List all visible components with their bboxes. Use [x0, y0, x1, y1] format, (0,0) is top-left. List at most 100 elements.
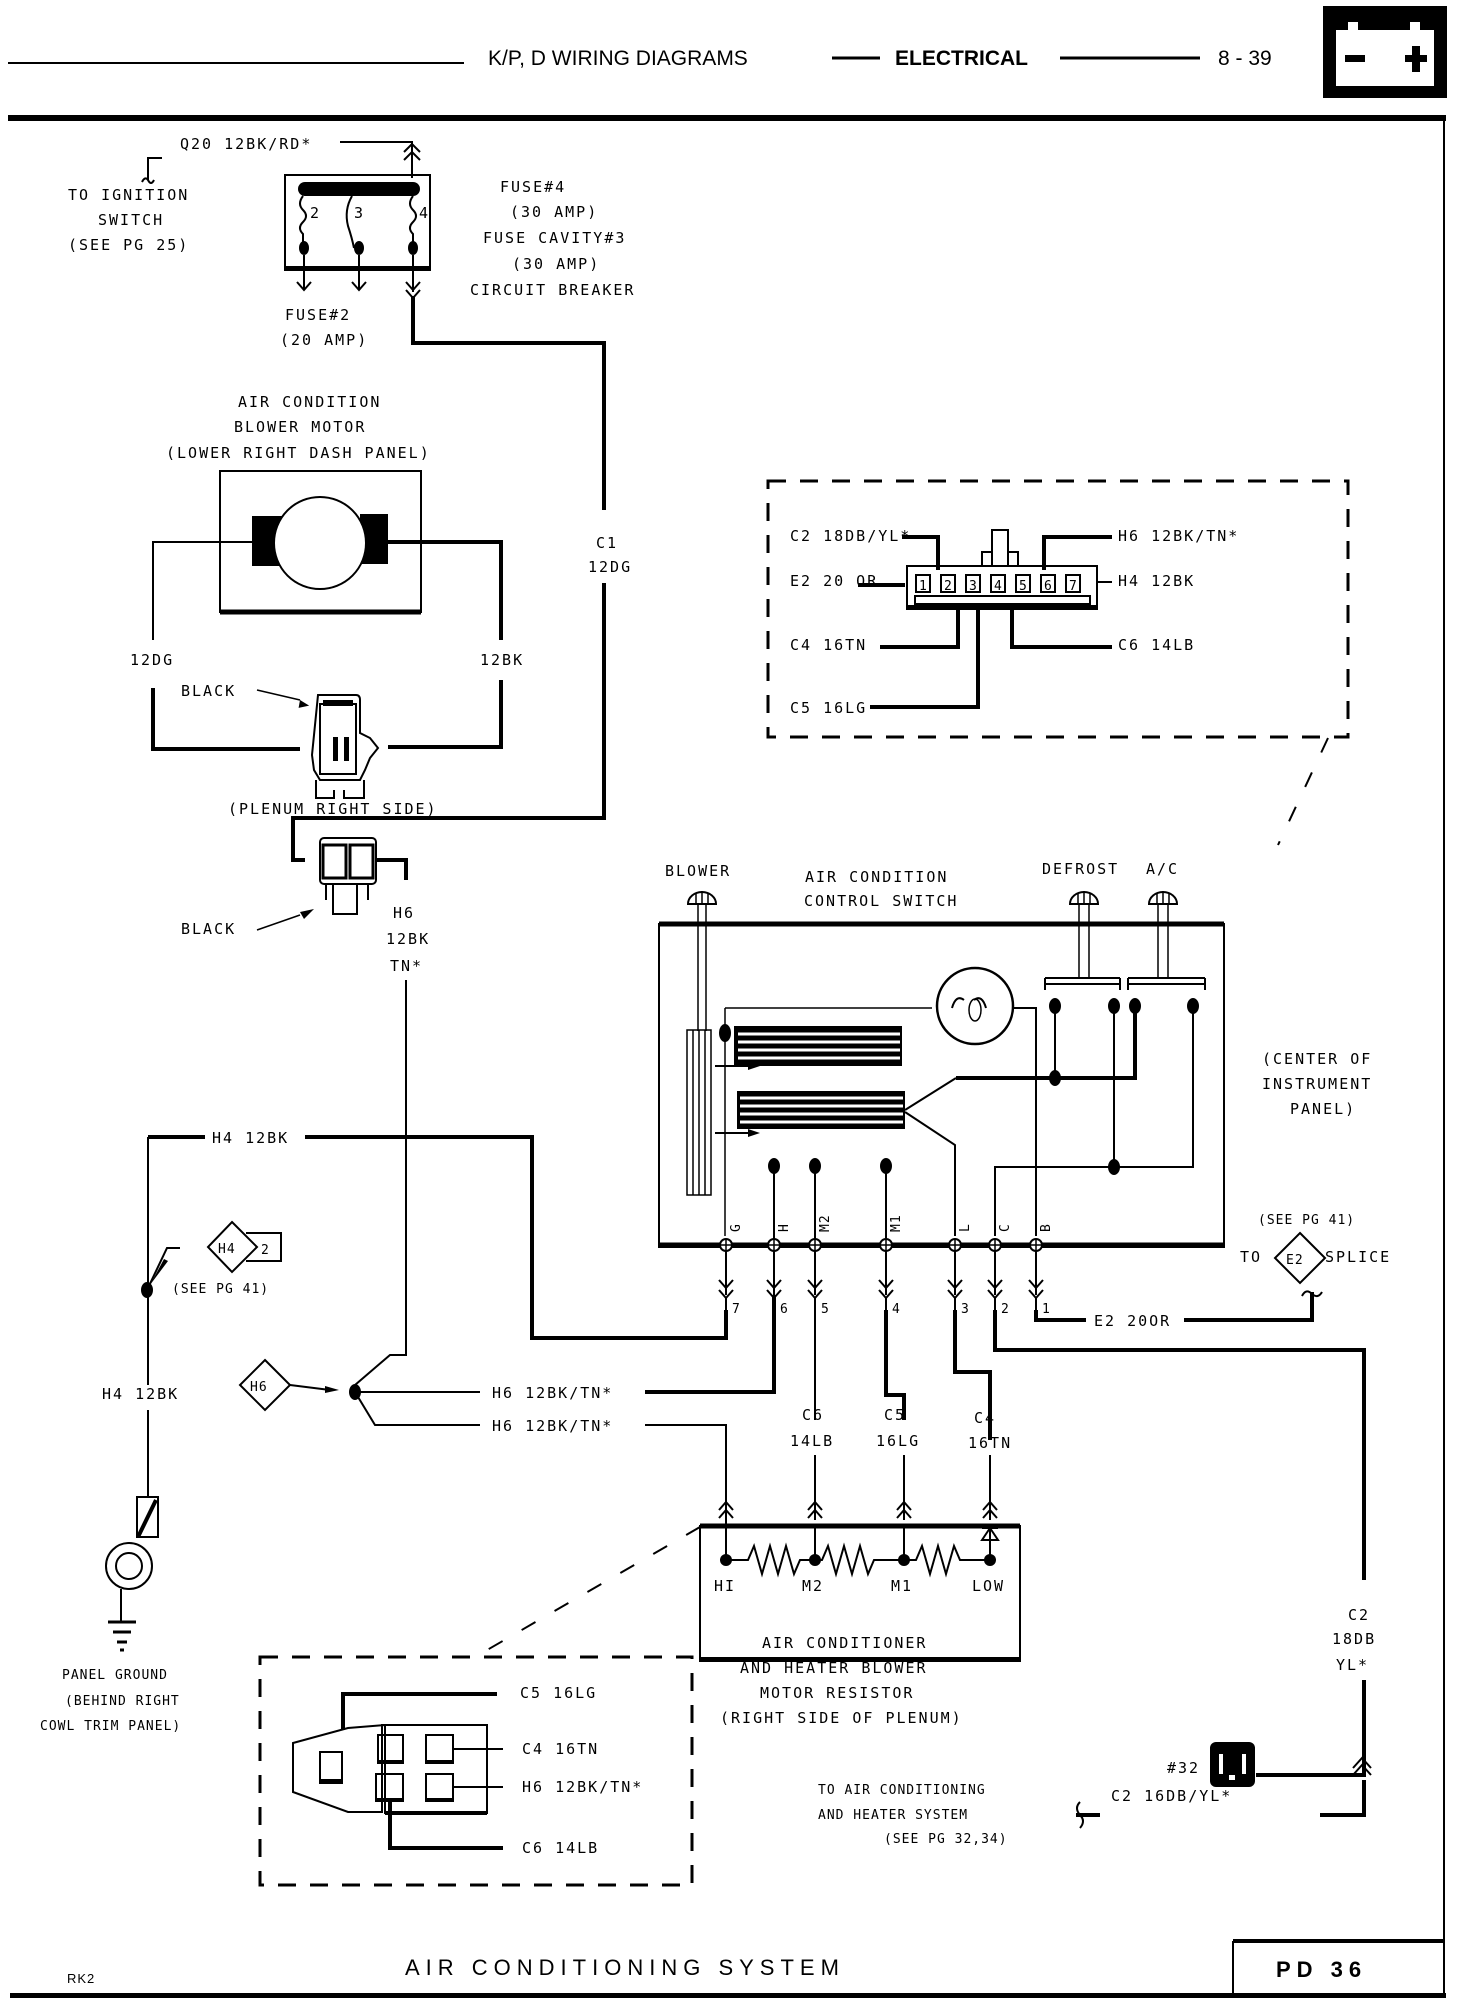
fuse-bus-bar: [298, 182, 420, 196]
ac-control-switch: BLOWER AIR CONDITION CONTROL SWITCH DEFR…: [658, 860, 1370, 1252]
c2-wire-1: C2: [1348, 1606, 1370, 1624]
resistor-inset-wire-c5: C5 16LG: [520, 1684, 597, 1702]
harness-cavity-number: 1: [1042, 1302, 1051, 1317]
ac-knob-icon: [1147, 891, 1179, 977]
switch-location-3: PANEL): [1290, 1100, 1356, 1118]
harness-cavity-number: 4: [892, 1302, 901, 1317]
connector-pin-label: 2: [944, 579, 953, 594]
wire-label-12bk-right: 12BK: [480, 651, 524, 669]
resistor-inset-wire-h6: H6 12BK/TN*: [522, 1778, 643, 1796]
switch-terminal-label: L: [958, 1223, 973, 1232]
harness-cavity: 1: [1028, 1251, 1051, 1317]
connector-pin-label: 7: [1069, 579, 1078, 594]
resistor-input-arrow-icon: [807, 1500, 823, 1519]
battery-icon: [1323, 6, 1447, 98]
connector-pin-label: 6: [1044, 579, 1053, 594]
connector-pin: 7: [1065, 574, 1081, 594]
footer-page: PD 36: [1276, 1957, 1367, 1982]
ignition-label-2: SWITCH: [98, 211, 164, 229]
c2-dest-2: AND HEATER SYSTEM: [818, 1808, 968, 1823]
fuse4-label-3: FUSE CAVITY#3: [483, 229, 626, 247]
resistor-wire-c5-1: C5: [884, 1406, 906, 1424]
switch-terminal-label: H: [777, 1223, 792, 1232]
resistor-input-arrow-icon: [718, 1500, 734, 1519]
switch-body: [658, 923, 1225, 1248]
wire-label-e2: E2 20OR: [1094, 1312, 1171, 1330]
switch-terminal-label: G: [729, 1223, 744, 1232]
resistor-inset-wire-c4: C4 16TN: [522, 1740, 599, 1758]
wire-label-h6-a: H6 12BK/TN*: [492, 1384, 613, 1402]
fuse4-label-2: (30 AMP): [510, 203, 598, 221]
resistor-wire-c4-2: 16TN: [968, 1434, 1012, 1452]
fuse-block: Q20 12BK/RD* TO IGNITION SWITCH (SEE PG …: [68, 135, 635, 510]
panel-ground: PANEL GROUND (BEHIND RIGHT COWL TRIM PAN…: [40, 1496, 181, 1734]
resistor-title-3: MOTOR RESISTOR: [760, 1684, 914, 1702]
h4-box-label: 2: [261, 1243, 270, 1258]
resistor-input-arrow-icon: [982, 1500, 998, 1519]
resistor-wire-c4-1: C4: [974, 1409, 996, 1427]
inset-wire-e2: E2 20 OR: [790, 572, 878, 590]
switch-terminal: L: [948, 1223, 973, 1252]
harness-cavity: 7: [718, 1251, 740, 1317]
e2-to-label: TO: [1240, 1248, 1262, 1266]
inset-wire-h4: H4 12BK: [1118, 572, 1195, 590]
switch-terminal-label: C: [998, 1223, 1013, 1232]
inset-wire-c4: C4 16TN: [790, 636, 867, 654]
connector-pin: 3: [965, 574, 981, 594]
resistor-input-arrow-icon: [896, 1500, 912, 1519]
c2-wire-3: YL*: [1336, 1656, 1369, 1674]
ground-label-1: PANEL GROUND: [62, 1668, 168, 1683]
resistor-tap-m2: M2: [802, 1577, 824, 1595]
blower-motor: AIR CONDITION BLOWER MOTOR (LOWER RIGHT …: [130, 393, 632, 862]
resistor-title-4: (RIGHT SIDE OF PLENUM): [720, 1709, 963, 1727]
inset-wire-h6: H6 12BK/TN*: [1118, 527, 1239, 545]
resistor-tap-m1: M1: [891, 1577, 913, 1595]
switch-title-1: AIR CONDITION: [805, 868, 948, 886]
wire-label-12dg-left: 12DG: [130, 651, 174, 669]
knob-label-blower: BLOWER: [665, 862, 731, 880]
resistor-connector-inset: C5 16LG C4 16TN H6 12BK/TN* C6 14LB: [258, 1526, 701, 1887]
lamp-icon: [935, 966, 1015, 1046]
switch-terminal-label: M1: [889, 1214, 904, 1232]
blower-motor-title-3: (LOWER RIGHT DASH PANEL): [166, 444, 431, 462]
ground-eyelet-icon: [105, 1542, 153, 1590]
connector-pin-label: 4: [994, 579, 1003, 594]
h4-diamond-label: H4: [218, 1242, 236, 1257]
footer-title: AIR CONDITIONING SYSTEM: [405, 1955, 845, 1980]
ignition-label-1: TO IGNITION: [68, 186, 189, 204]
c1-label-2: 12DG: [588, 558, 632, 576]
wire-label-q20: Q20 12BK/RD*: [180, 135, 312, 153]
lower-connector-wire-3: TN*: [390, 957, 423, 975]
harness-wires: [772, 1310, 992, 1440]
e2-splice-diamond: E2: [1273, 1231, 1327, 1285]
connector-pin-label: 5: [1019, 579, 1028, 594]
h6-diamond-label: H6: [250, 1380, 268, 1395]
connector-pin: 4: [990, 574, 1006, 594]
footer-rule: [10, 1993, 1446, 1998]
page-header: K/P, D WIRING DIAGRAMS ELECTRICAL 8 - 39: [8, 6, 1447, 1995]
inset-border: [766, 479, 1350, 739]
fuse-terminal-3: 3: [354, 204, 365, 222]
switch-terminal-label: B: [1039, 1223, 1054, 1232]
ground-label-3: COWL TRIM PANEL): [40, 1719, 181, 1734]
harness-cavity-number: 6: [780, 1302, 789, 1317]
switch-terminal: C: [988, 1223, 1013, 1252]
fuse4-label-5: CIRCUIT BREAKER: [470, 281, 635, 299]
switch-connector-inset: C2 18DB/YL* E2 20 OR C4 16TN C5 16LG H6 …: [766, 479, 1350, 739]
header-page-ref: 8 - 39: [1218, 47, 1272, 70]
blower-knob-icon: [686, 891, 718, 1031]
motor-icon: [273, 496, 367, 590]
inset-leader: [1277, 737, 1329, 846]
footer-code: RK2: [67, 1971, 95, 1986]
header-rule-thick: [8, 115, 1446, 121]
knob-label-defrost: DEFROST: [1042, 860, 1119, 878]
fuse-terminal-2: 2: [310, 204, 321, 222]
connector-pin-label: 1: [919, 579, 928, 594]
ignition-label-3: (SEE PG 25): [68, 236, 189, 254]
resistor-title-2: AND HEATER BLOWER: [740, 1659, 928, 1677]
wire-label-h6-b: H6 12BK/TN*: [492, 1417, 613, 1435]
c2-dest-1: TO AIR CONDITIONING: [818, 1783, 986, 1798]
